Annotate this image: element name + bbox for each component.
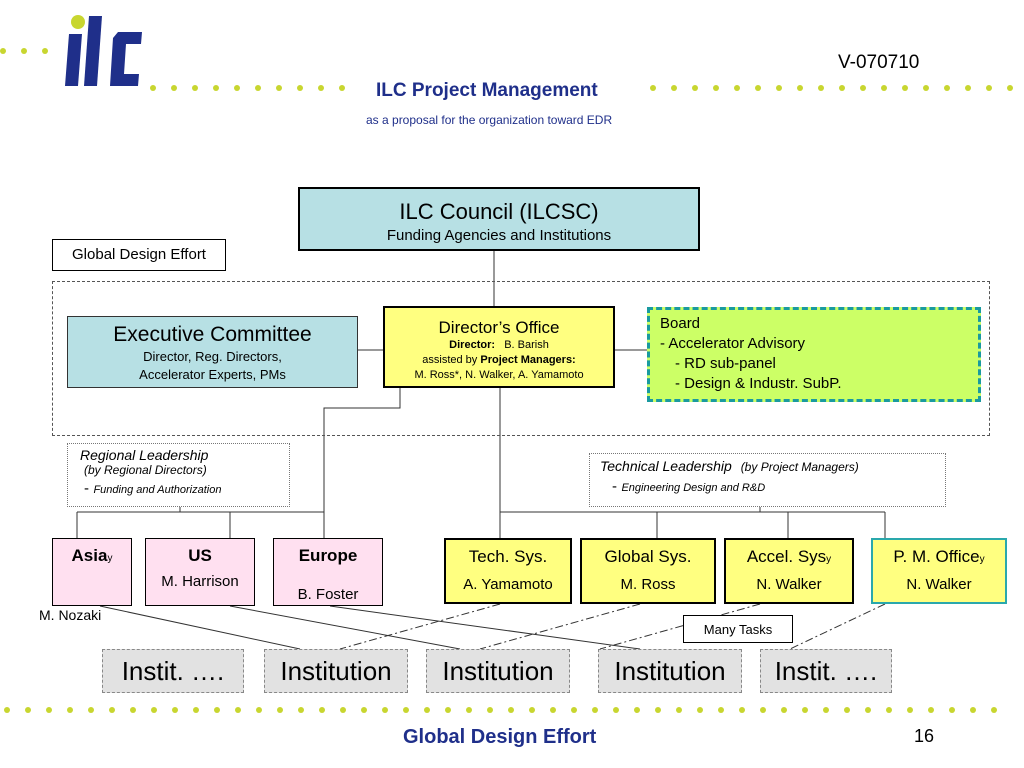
accel-sys-box: Accel. Sysy N. Walker	[724, 538, 854, 604]
director-label: Director:	[449, 339, 496, 351]
asia-inst-line	[99, 605, 301, 650]
regional-leadership-box: Regional Leadership (by Regional Directo…	[67, 443, 290, 507]
exec-line2: Accelerator Experts, PMs	[139, 367, 286, 382]
gde-region	[52, 281, 990, 436]
tech-sys-box: Tech. Sys. A. Yamamoto	[444, 538, 572, 604]
regional-dash: -	[84, 480, 89, 497]
exec-title: Executive Committee	[113, 323, 312, 346]
technical-dash: -	[612, 478, 617, 495]
many-tasks-label: Many Tasks	[683, 615, 793, 643]
exec-line1: Director, Reg. Directors,	[143, 349, 282, 364]
director-europe-line	[323, 388, 401, 538]
regional-role-line: - Funding and Authorization	[80, 480, 289, 498]
global-sys-person: M. Ross	[620, 576, 676, 593]
global-sys-box: Global Sys. M. Ross	[580, 538, 716, 604]
pm-office-person: N. Walker	[906, 576, 972, 593]
region-asia-name: Asiay	[71, 546, 113, 565]
footer-title: Global Design Effort	[403, 726, 597, 748]
technical-title-line: Technical Leadership (by Project Manager…	[600, 458, 945, 476]
tech-inst-dash	[339, 603, 501, 650]
slide-title: ILC Project Management	[376, 80, 598, 101]
technical-title: Technical Leadership	[600, 458, 732, 474]
institution-box: Instit. ….	[760, 649, 892, 693]
council-subtitle: Funding Agencies and Institutions	[386, 227, 612, 244]
technical-sub: (by Project Managers)	[740, 460, 859, 474]
institution-box: Institution	[598, 649, 742, 693]
assisted-prefix: assisted by	[422, 354, 481, 366]
region-europe-name: Europe	[298, 546, 358, 565]
accel-sys-person: N. Walker	[756, 576, 822, 593]
council-title: ILC Council (ILCSC)	[399, 199, 599, 224]
board-accelerator-advisory: - Accelerator Advisory	[660, 335, 806, 352]
director-title: Director’s Office	[438, 318, 560, 337]
managers-list: M. Ross*, N. Walker, A. Yamamoto	[414, 369, 584, 381]
board-title: Board	[660, 315, 701, 332]
europe-inst-line	[329, 605, 641, 650]
directors-office-box: Director’s Office Director: B. Barish as…	[383, 306, 615, 388]
executive-committee-box: Executive Committee Director, Reg. Direc…	[67, 316, 358, 388]
region-us-name: US	[188, 546, 212, 565]
pm-office-name: P. M. Officey	[893, 547, 985, 566]
institution-box: Instit. ….	[102, 649, 244, 693]
technical-role: Engineering Design and R&D	[621, 482, 766, 494]
page-number: 16	[914, 726, 935, 746]
global-inst-dash	[479, 603, 641, 650]
tech-sys-person: A. Yamamoto	[463, 576, 553, 593]
director-line: Director: B. Barish	[385, 338, 613, 353]
regional-role: Funding and Authorization	[93, 484, 222, 496]
us-inst-line	[229, 605, 461, 650]
board-rd-subpanel: - RD sub-panel	[675, 355, 776, 372]
pm-office-box: P. M. Officey N. Walker	[871, 538, 1007, 604]
institution-box: Institution	[426, 649, 570, 693]
technical-leadership-box: Technical Leadership (by Project Manager…	[589, 453, 946, 507]
accel-inst-dash	[599, 603, 761, 650]
top-left-dot-row	[0, 47, 60, 55]
assisted-line: assisted by Project Managers:	[385, 353, 613, 368]
institution-box: Institution	[264, 649, 408, 693]
regional-sub: (by Regional Directors)	[84, 463, 207, 477]
region-asia-person: M. Nozaki	[39, 607, 102, 623]
header-dot-row-right	[650, 84, 1024, 92]
board-design-subpanel: - Design & Industr. SubP.	[675, 375, 842, 392]
version-code: V-070710	[838, 52, 920, 73]
slide-subtitle: as a proposal for the organization towar…	[366, 113, 613, 127]
technical-role-line: - Engineering Design and R&D	[600, 478, 945, 496]
global-sys-name: Global Sys.	[604, 547, 692, 566]
footer-dot-row	[4, 706, 1024, 714]
accel-sys-name: Accel. Sysy	[746, 547, 832, 566]
project-managers-label: Project Managers:	[480, 354, 576, 366]
director-name: B. Barish	[504, 339, 549, 351]
region-us-box: US M. Harrison	[145, 538, 255, 606]
pmo-inst-dash	[789, 603, 886, 650]
region-us-person: M. Harrison	[161, 573, 239, 590]
region-europe-box: Europe B. Foster	[273, 538, 383, 606]
gde-label: Global Design Effort	[52, 239, 226, 271]
region-europe-person: B. Foster	[297, 586, 359, 603]
ilc-logo	[65, 15, 142, 86]
region-asia-box: Asiay	[52, 538, 132, 606]
regional-title: Regional Leadership	[80, 447, 209, 463]
tech-sys-name: Tech. Sys.	[468, 547, 548, 566]
board-box: Board - Accelerator Advisory - RD sub-pa…	[647, 307, 981, 402]
ilc-council-box: ILC Council (ILCSC) Funding Agencies and…	[298, 187, 700, 251]
header-dot-row-left	[150, 84, 372, 92]
